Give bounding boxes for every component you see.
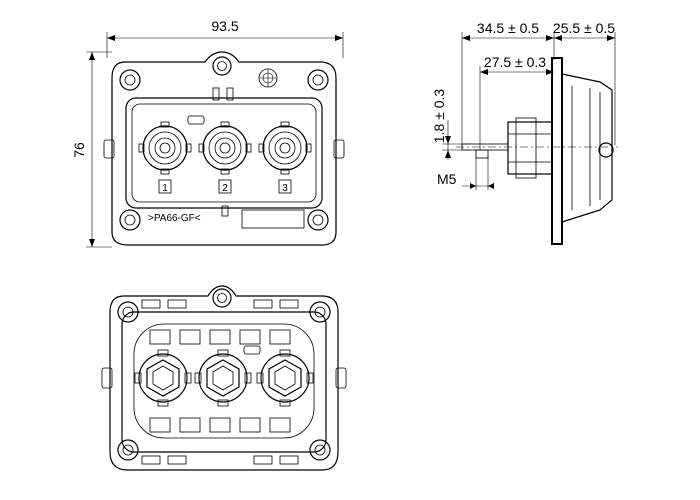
- right-latch-tab: [333, 139, 345, 159]
- depth-dimensions: 34.5 ± 0.5 25.5 ± 0.5: [461, 20, 616, 150]
- side-receptacle: [507, 121, 553, 175]
- rear-key-window: [243, 345, 261, 355]
- rear-mounting-hole-br: [309, 439, 331, 461]
- front-port-1: [138, 121, 192, 175]
- port-number-3: 3: [282, 183, 288, 194]
- rear-port-2: [194, 349, 252, 407]
- left-latch-tab: [103, 139, 115, 159]
- mount-depth-dimension: 27.5 ± 0.3: [479, 54, 554, 150]
- front-flange-outline: [111, 51, 337, 246]
- rear-mounting-hole-tl: [117, 301, 139, 323]
- front-mounting-hole-top: [212, 56, 232, 76]
- rear-flange-outline: [109, 285, 339, 471]
- front-mounting-hole-tr: [307, 69, 329, 91]
- pin-offset-label: 1.8 ± 0.3: [431, 89, 447, 144]
- width-dimension: 93.5: [106, 18, 344, 58]
- rear-right-latch: [335, 367, 347, 389]
- depth-rear-label: 25.5 ± 0.5: [553, 20, 615, 36]
- front-key-window: [187, 115, 205, 125]
- rear-port-1: [134, 349, 192, 407]
- rear-bottom-ribs: [141, 417, 299, 465]
- front-view: 93.5 76: [71, 18, 345, 248]
- rear-housing: [133, 323, 315, 439]
- rear-mounting-hole-tr: [309, 301, 331, 323]
- pin-offset-dimension: 1.8 ± 0.3: [431, 89, 470, 160]
- width-label: 93.5: [211, 18, 238, 34]
- front-mounting-hole-br: [307, 209, 329, 231]
- material-marking: >PA66-GF<: [148, 213, 201, 224]
- depth-front-label: 34.5 ± 0.5: [477, 20, 539, 36]
- side-lock-bolt: [598, 142, 614, 158]
- side-view: 34.5 ± 0.5 25.5 ± 0.5 27.5 ± 0.3 1.8 ± 0…: [431, 20, 618, 245]
- front-housing: [125, 97, 323, 209]
- port-number-2: 2: [222, 183, 228, 194]
- front-port-2: [198, 121, 252, 175]
- date-stamp-icon: [258, 68, 278, 88]
- port-number-1: 1: [162, 183, 168, 194]
- label-plate: [241, 209, 305, 229]
- rear-view: [101, 285, 347, 471]
- height-dimension: 76: [71, 51, 112, 248]
- rear-left-latch: [101, 367, 113, 389]
- rear-top-ribs: [141, 299, 299, 345]
- height-label: 76: [71, 142, 87, 158]
- mount-depth-label: 27.5 ± 0.3: [484, 54, 546, 70]
- thread-dimension: M5: [437, 155, 494, 190]
- side-rear-body: [561, 73, 613, 223]
- front-mounting-hole-tl: [119, 69, 141, 91]
- rear-mounting-hole-top: [212, 288, 232, 308]
- front-mounting-hole-bl: [119, 209, 141, 231]
- side-flange-plate: [551, 57, 563, 245]
- thread-label: M5: [437, 171, 457, 187]
- front-port-3: [258, 121, 312, 175]
- rear-port-3: [256, 349, 314, 407]
- rear-frame: [121, 311, 327, 453]
- rear-mounting-hole-bl: [117, 439, 139, 461]
